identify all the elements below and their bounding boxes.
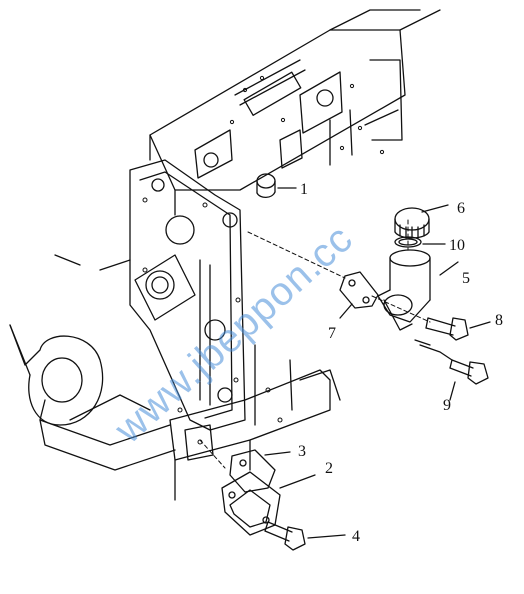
lower-block: [169, 344, 341, 501]
callout-3: 3: [298, 443, 306, 460]
engine-block: [149, 9, 441, 216]
part-gasket-3: [229, 449, 291, 493]
part-bolt-9: [419, 344, 489, 401]
callout-10: 10: [449, 237, 465, 254]
callout-numbers: 1 2 3 4 5 6 7 8 9 10: [298, 181, 503, 545]
part-bolt-8: [414, 317, 491, 346]
part-bolt-4: [264, 521, 346, 551]
callout-7: 7: [328, 325, 336, 342]
callout-8: 8: [495, 312, 503, 329]
part-cover-plate: [221, 471, 316, 536]
part-filler-tube: [377, 249, 459, 331]
gear-case-cover: [129, 159, 246, 431]
part-filler-cap: [394, 204, 449, 239]
part-gasket-7: [339, 271, 379, 319]
callout-9: 9: [443, 397, 451, 414]
callout-2: 2: [325, 460, 333, 477]
watermark-text: www.jbeppon.cc: [106, 216, 361, 452]
callout-4: 4: [352, 528, 360, 545]
callout-5: 5: [462, 270, 470, 287]
part-plug: [256, 173, 297, 199]
callout-6: 6: [457, 200, 465, 217]
callout-1: 1: [300, 181, 308, 198]
assembly-centerlines: [199, 219, 431, 469]
part-o-ring: [394, 236, 446, 248]
crank-pulley: [9, 254, 176, 471]
